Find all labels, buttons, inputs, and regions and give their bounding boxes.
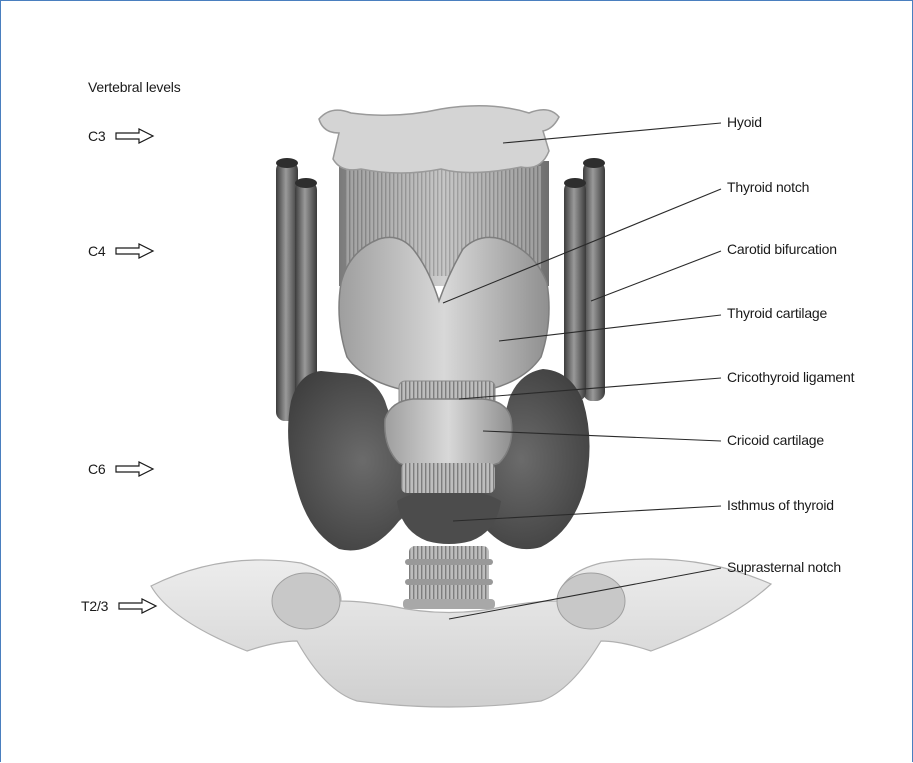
- label-cricothyroid-ligament: Cricothyroid ligament: [727, 369, 854, 385]
- hyoid-bone: [319, 106, 559, 173]
- label-thyroid-cartilage: Thyroid cartilage: [727, 305, 827, 321]
- label-isthmus-of-thyroid: Isthmus of thyroid: [727, 497, 834, 513]
- right-arrow-icon: [115, 461, 155, 477]
- level-label: T2/3: [81, 598, 108, 614]
- label-thyroid-notch: Thyroid notch: [727, 179, 809, 195]
- vertebral-level-c3: C3: [88, 127, 155, 144]
- label-cricoid-cartilage: Cricoid cartilage: [727, 432, 824, 448]
- vertebral-level-c4: C4: [88, 242, 155, 259]
- level-label: C6: [88, 461, 106, 477]
- label-carotid-bifurcation: Carotid bifurcation: [727, 241, 837, 257]
- vertebral-levels-title: Vertebral levels: [88, 79, 181, 95]
- vertebral-level-c6: C6: [88, 460, 155, 477]
- right-arrow-icon: [118, 598, 158, 614]
- cricoid-cartilage-shape: [385, 399, 512, 470]
- right-arrow-icon: [115, 128, 155, 144]
- right-carotid-artery: [564, 158, 605, 401]
- vertebral-level-t2-3: T2/3: [81, 597, 158, 614]
- level-label: C3: [88, 128, 106, 144]
- isthmus-shape: [397, 491, 501, 544]
- label-suprasternal-notch: Suprasternal notch: [727, 559, 841, 575]
- level-label: C4: [88, 243, 106, 259]
- right-arrow-icon: [115, 243, 155, 259]
- label-hyoid: Hyoid: [727, 114, 762, 130]
